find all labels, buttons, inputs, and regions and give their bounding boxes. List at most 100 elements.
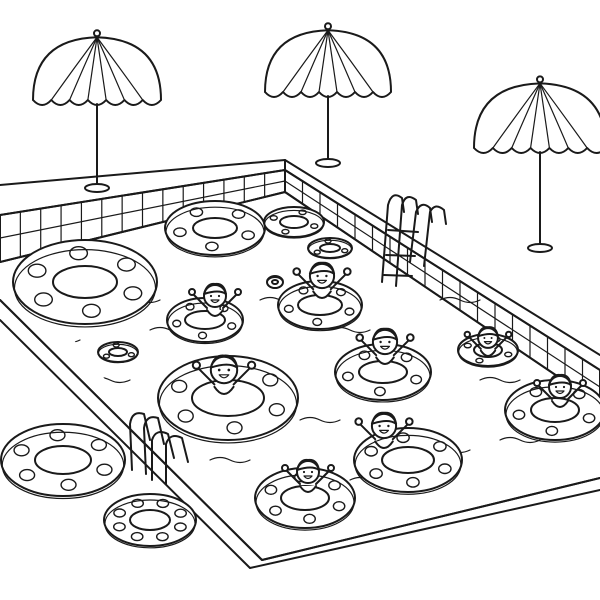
kid-arm-right <box>391 422 410 441</box>
kid-mouth <box>210 299 220 304</box>
float-spot <box>269 214 278 221</box>
float-hole <box>271 279 279 285</box>
kid-hand <box>405 417 414 426</box>
kid-7 <box>354 411 414 449</box>
float-spot <box>231 209 246 219</box>
float-spot <box>205 241 219 252</box>
float-hole <box>381 446 435 474</box>
kid-hand <box>533 379 541 387</box>
float-spot <box>298 209 307 216</box>
float-spot <box>18 468 36 482</box>
kid-arm-left <box>537 384 553 400</box>
kid-body <box>375 356 395 365</box>
float-hole <box>34 445 92 475</box>
kid-hair <box>477 326 499 338</box>
kid-mouth <box>380 345 390 350</box>
float-spot <box>512 409 526 420</box>
kid-mouth <box>218 374 230 379</box>
umbrella-rib <box>327 29 374 93</box>
float-top-center <box>164 200 266 258</box>
kid-hand <box>343 267 352 276</box>
kid-hand <box>406 333 415 342</box>
kid-2 <box>292 261 352 299</box>
float-spot <box>313 249 321 255</box>
kid-arm-left <box>467 335 482 350</box>
umbrella-canopy <box>264 29 392 98</box>
umbrella-rib <box>539 82 588 149</box>
kid-mouth <box>483 341 493 345</box>
kid-1 <box>188 282 242 317</box>
kid-eye <box>379 340 382 344</box>
kid-body <box>374 440 394 449</box>
kid-4 <box>355 327 415 365</box>
float-spot <box>545 425 559 437</box>
children-group <box>188 261 587 493</box>
kid-body <box>299 485 317 493</box>
float-spot <box>13 444 30 457</box>
float-spot <box>269 505 282 516</box>
kid-eye <box>554 385 558 389</box>
kid-hand <box>292 267 302 276</box>
kid-hand <box>463 330 471 339</box>
kid-hand <box>355 333 365 342</box>
kid-body <box>551 400 569 408</box>
float-spot <box>410 374 423 385</box>
float-spot <box>197 331 208 340</box>
umbrella-rib <box>492 82 541 149</box>
kid-hair <box>209 354 239 369</box>
ripple <box>499 436 541 444</box>
kid-hand <box>247 360 257 370</box>
float-spot <box>27 263 47 278</box>
float-spot <box>529 386 543 398</box>
kid-mouth <box>379 429 389 434</box>
kid-eye <box>378 424 381 428</box>
kid-hair <box>370 411 398 425</box>
float-spot <box>241 230 256 241</box>
float-hole <box>191 379 265 417</box>
kid-eye <box>490 337 493 339</box>
float-spot <box>268 402 285 417</box>
kid-eye <box>325 274 328 278</box>
ripple <box>39 336 81 344</box>
float-spot <box>34 292 54 307</box>
kid-eye <box>217 294 221 298</box>
float-kid-6 <box>504 379 600 443</box>
float-spot <box>174 508 187 518</box>
umbrella-rib <box>68 36 98 101</box>
kid-8 <box>281 458 335 493</box>
kid-eye <box>387 424 390 428</box>
float-spot <box>173 522 187 532</box>
kid-hand <box>327 464 335 472</box>
umbrella-canopy <box>473 82 600 154</box>
kid-arm-left <box>296 272 315 291</box>
ripple <box>299 416 341 424</box>
float-spot <box>172 319 182 328</box>
kid-hand <box>188 288 196 296</box>
float-hole <box>530 397 580 423</box>
kid-arm-right <box>392 338 411 357</box>
kid-arm-left <box>358 422 377 441</box>
umbrella-rib <box>87 36 98 101</box>
kid-hand <box>234 288 242 296</box>
float-spot <box>81 303 101 318</box>
kid-6 <box>533 373 587 408</box>
float-spot <box>262 373 279 387</box>
float-kid-2 <box>277 280 363 332</box>
tile-line <box>0 180 286 239</box>
float-kid-3 <box>157 355 299 444</box>
umbrella-canopy <box>32 36 162 106</box>
float-spot <box>310 223 319 230</box>
umbrella-rib <box>300 29 329 93</box>
float-spot <box>298 286 309 295</box>
kid-arm-right <box>494 335 509 350</box>
float-spot <box>582 412 596 424</box>
kid-arm-right <box>567 384 583 400</box>
float-spot <box>96 463 113 476</box>
umbrella-rib <box>327 29 338 93</box>
kid-arm-right <box>232 366 252 386</box>
kid-head <box>209 355 239 385</box>
kid-head <box>548 375 572 399</box>
umbrella-rib <box>539 82 551 149</box>
float-spot <box>332 500 346 512</box>
kid-mouth <box>555 390 565 395</box>
